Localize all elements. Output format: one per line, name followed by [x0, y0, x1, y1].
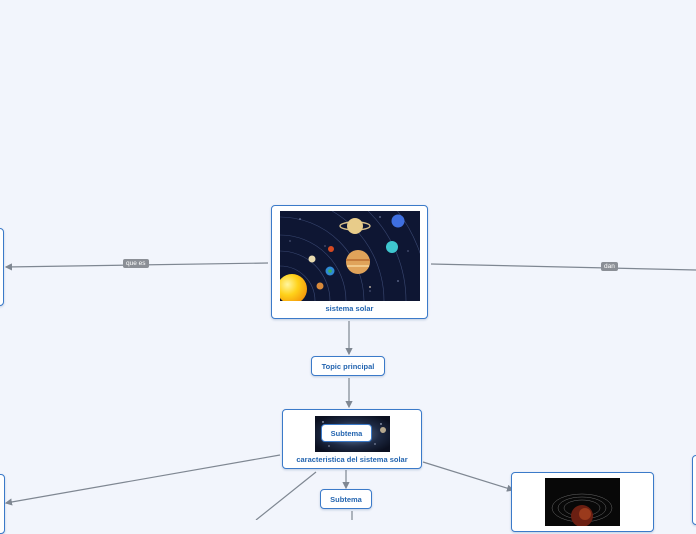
- solar-system-image: [280, 211, 420, 301]
- root-node-sistema-solar[interactable]: sistema solar: [271, 205, 428, 319]
- right-offscreen-node[interactable]: [692, 455, 696, 525]
- characteristics-node[interactable]: Subtema caracteristica del sistema solar: [282, 409, 422, 469]
- connector-root-to-right: [430, 263, 696, 271]
- left-offscreen-node[interactable]: [0, 228, 4, 306]
- root-node-label: sistema solar: [325, 304, 374, 313]
- bottom-right-image-node[interactable]: [511, 472, 654, 532]
- edge-label-dan: dan: [601, 262, 618, 271]
- topic-principal-node[interactable]: Topic principal: [311, 356, 385, 376]
- dark-planet-image: [545, 478, 620, 526]
- bottom-left-offscreen-node[interactable]: [0, 474, 5, 534]
- subtema-node[interactable]: Subtema: [320, 489, 372, 509]
- connector-characteristics-to-bottom-left: [255, 471, 317, 520]
- characteristics-overlay-subtema[interactable]: Subtema: [321, 424, 372, 442]
- edge-label-que-es: que es: [123, 259, 149, 268]
- characteristics-node-label: caracteristica del sistema solar: [296, 455, 408, 464]
- connector-characteristics-to-right: [422, 461, 515, 492]
- connector-characteristics-to-left: [4, 454, 281, 506]
